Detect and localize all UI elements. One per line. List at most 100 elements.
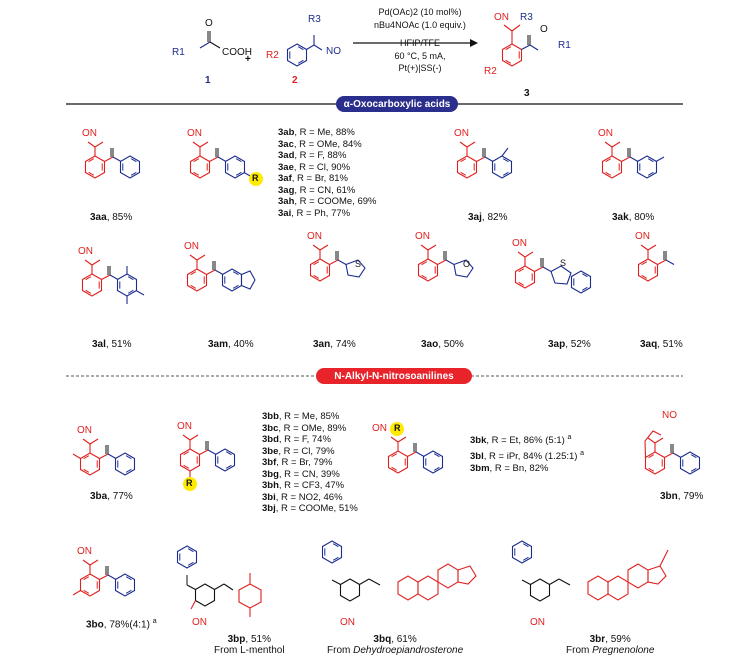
condition-solvent: HFIP/TFE [400, 38, 440, 48]
label-3ba: 3ba, 77% [90, 491, 133, 502]
r-3ab: R [252, 173, 259, 183]
reactant-2 [286, 35, 323, 67]
structure-3ba [72, 439, 136, 476]
list-item: 3bd, R = F, 74% [262, 434, 331, 445]
o-3ao: O [463, 259, 471, 269]
section-pill-nitrosoanilines: N-Alkyl-N-nitrosoanilines [316, 368, 472, 384]
reactant-1 [199, 31, 221, 49]
on-3bo: ON [77, 546, 92, 557]
on-3bq: ON [340, 617, 355, 628]
p-o-label: O [540, 24, 548, 35]
structure-3bq [321, 540, 477, 602]
structure-3al [83, 260, 145, 304]
list-item: 3bk, R = Et, 86% (5:1) a [470, 434, 572, 447]
on-3ak: ON [598, 128, 613, 139]
o-label: O [205, 18, 213, 29]
structure-3aa [86, 142, 141, 179]
label-3ap: 3ap, 52% [548, 339, 591, 350]
label-3an: 3an, 74% [313, 339, 356, 350]
on-3bb: ON [177, 421, 192, 432]
on-3ba: ON [77, 425, 92, 436]
list-item: 3bf, R = Br, 79% [262, 457, 333, 468]
label-3ak: 3ak, 80% [612, 212, 655, 223]
label-3bp: 3bp, 51%From L-menthol [214, 634, 285, 656]
label-3aj: 3aj, 82% [468, 212, 508, 223]
structure-3ab [191, 142, 263, 186]
on-3an: ON [307, 231, 322, 242]
p-r3-label: R3 [520, 12, 533, 23]
label-3bo: 3bo, 78%(4:1) a [86, 618, 157, 631]
on-3ap: ON [512, 238, 527, 249]
r3-label: R3 [308, 14, 321, 25]
r2-label: R2 [266, 50, 279, 61]
on-3aq: ON [635, 231, 650, 242]
on-3bp: ON [192, 617, 207, 628]
r-3bk: R [394, 423, 401, 433]
on-3ab: ON [187, 128, 202, 139]
list-item: 3bl, R = iPr, 84% (1.25:1) a [470, 449, 585, 462]
list-item: 3ai, R = Ph, 77% [278, 207, 351, 219]
label-3bq: 3bq, 61%From Dehydroepiandrosterone [327, 634, 464, 656]
label-3br: 3br, 59%From Pregnenolone [566, 634, 655, 656]
list-item: 3ah, R = COOMe, 69% [278, 196, 377, 207]
on-3aj: ON [454, 128, 469, 139]
list-item: 3bg, R = CN, 39% [262, 468, 340, 480]
condition-additive: nBu4NOAc (1.0 equiv.) [374, 19, 466, 30]
on-3aa: ON [82, 128, 97, 139]
structure-3bo [72, 560, 136, 597]
product-3-structure [501, 24, 539, 67]
structure-3am [188, 255, 256, 292]
on-3al: ON [78, 246, 93, 257]
condition-electrolysis: 60 °C, 5 mA, Pt(+)|SS(-) [394, 50, 446, 74]
on-3ao: ON [415, 231, 430, 242]
reactant-1-number: 1 [205, 75, 211, 86]
label-3bn: 3bn, 79% [660, 491, 704, 502]
product-number: 3 [524, 88, 530, 99]
label-3aq: 3aq, 51% [640, 339, 683, 350]
list-item: 3af, R = Br, 81% [278, 173, 348, 184]
structure-3ak [603, 142, 665, 179]
list-3bb: 3bb, R = Me, 85% 3bc, R = OMe, 89% 3bd, … [262, 411, 358, 515]
structure-3aj [458, 142, 513, 179]
list-3ab: 3ab, R = Me, 88% 3ac, R = OMe, 84% 3ad, … [278, 127, 376, 219]
list-item: 3ae, R = Cl, 90% [278, 161, 351, 173]
label-3al: 3al, 51% [92, 339, 132, 350]
list-item: 3ab, R = Me, 88% [278, 127, 355, 138]
list-item: 3bc, R = OMe, 89% [262, 422, 347, 434]
reaction-arrow [353, 39, 478, 47]
list-item: 3bb, R = Me, 85% [262, 411, 340, 422]
p-on-label: ON [494, 12, 509, 23]
structure-3an [311, 245, 366, 281]
p-r2-label: R2 [484, 66, 497, 77]
list-item: 3bj, R = COOMe, 51% [262, 503, 358, 514]
list-item: 3ag, R = CN, 61% [278, 184, 356, 196]
condition-catalyst: Pd(OAc)2 (10 mol%) [378, 7, 462, 17]
structure-3ao [419, 245, 474, 281]
list-item: 3bh, R = CF3, 47% [262, 480, 345, 491]
structure-3ap [516, 252, 592, 294]
r1-label: R1 [172, 47, 185, 58]
no-label: NO [326, 46, 341, 57]
list-item: 3be, R = Cl, 79% [262, 445, 335, 457]
structure-3br [511, 540, 669, 602]
cooh-label: COOH [222, 47, 252, 58]
list-item: 3bi, R = NO2, 46% [262, 491, 343, 503]
structure-3bn [644, 430, 701, 475]
on-3bk: ON [372, 423, 387, 434]
s-3an: S [355, 259, 362, 269]
plus-sign: + [245, 54, 251, 65]
reactant-2-number: 2 [292, 75, 298, 86]
on-3br: ON [530, 617, 545, 628]
label-3aa: 3aa, 85% [90, 212, 133, 223]
list-item: 3bm, R = Bn, 82% [470, 463, 549, 475]
s-3ap: S [560, 258, 567, 268]
structure-3bp [176, 545, 262, 617]
structure-3aq [639, 245, 675, 281]
list-item: 3ad, R = F, 88% [278, 150, 347, 161]
reaction-conditions: Pd(OAc)2 (10 mol%) nBu4NOAc (1.0 equiv.)… [374, 6, 466, 75]
no-3bn: NO [662, 410, 677, 421]
list-3bk: 3bk, R = Et, 86% (5:1) a 3bl, R = iPr, 8… [470, 432, 584, 476]
p-r1-label: R1 [558, 40, 571, 51]
r-3bb: R [186, 478, 193, 488]
structure-3bk [389, 422, 444, 474]
